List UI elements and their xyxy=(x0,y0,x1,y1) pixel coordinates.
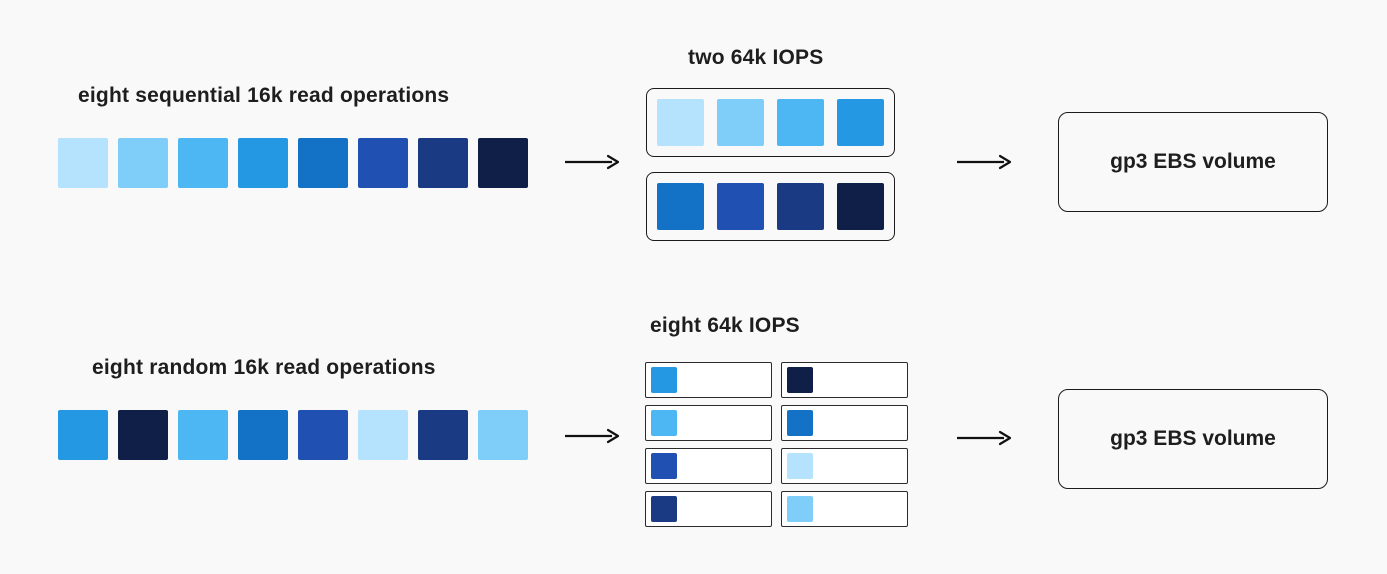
iops-slot xyxy=(781,405,908,441)
io-block xyxy=(58,138,108,188)
io-block xyxy=(657,183,704,230)
iops-slot xyxy=(781,448,908,484)
random-ops-label: eight random 16k read operations xyxy=(92,356,436,379)
gp3-volume-label: gp3 EBS volume xyxy=(1110,427,1276,450)
io-block xyxy=(651,453,677,479)
io-block xyxy=(58,410,108,460)
gp3-volume-label: gp3 EBS volume xyxy=(1110,150,1276,173)
io-block xyxy=(837,99,884,146)
io-block xyxy=(651,367,677,393)
gp3-volume-box-top: gp3 EBS volume xyxy=(1058,112,1328,212)
arrow-right-icon xyxy=(565,428,620,444)
iops-slot-grid xyxy=(645,362,908,527)
io-block xyxy=(298,410,348,460)
io-block xyxy=(118,138,168,188)
arrow-right-icon xyxy=(565,154,620,170)
io-block xyxy=(418,138,468,188)
iops-slot xyxy=(645,491,772,527)
io-block xyxy=(787,496,813,522)
random-ops-blocks xyxy=(58,410,528,460)
io-block xyxy=(358,410,408,460)
io-block xyxy=(651,496,677,522)
io-block xyxy=(118,410,168,460)
io-block xyxy=(777,99,824,146)
io-block xyxy=(787,453,813,479)
iops-batch-box-1 xyxy=(646,88,895,157)
io-block xyxy=(478,138,528,188)
io-block xyxy=(657,99,704,146)
io-block xyxy=(777,183,824,230)
iops-slot xyxy=(645,405,772,441)
iops-slot xyxy=(645,362,772,398)
io-block xyxy=(418,410,468,460)
io-block xyxy=(178,410,228,460)
io-block xyxy=(238,138,288,188)
io-block xyxy=(478,410,528,460)
sequential-ops-blocks xyxy=(58,138,528,188)
arrow-right-icon xyxy=(957,154,1012,170)
io-block xyxy=(837,183,884,230)
io-block xyxy=(717,183,764,230)
io-block xyxy=(651,410,677,436)
io-block xyxy=(298,138,348,188)
io-block xyxy=(787,410,813,436)
random-iops-title: eight 64k IOPS xyxy=(650,314,800,337)
sequential-iops-title: two 64k IOPS xyxy=(688,46,824,69)
io-block xyxy=(358,138,408,188)
io-block xyxy=(178,138,228,188)
iops-slot xyxy=(781,491,908,527)
io-block xyxy=(717,99,764,146)
io-block xyxy=(238,410,288,460)
sequential-ops-label: eight sequential 16k read operations xyxy=(78,84,450,107)
gp3-volume-box-bottom: gp3 EBS volume xyxy=(1058,389,1328,489)
io-block xyxy=(787,367,813,393)
iops-slot xyxy=(781,362,908,398)
iops-batch-box-2 xyxy=(646,172,895,241)
iops-slot xyxy=(645,448,772,484)
arrow-right-icon xyxy=(957,430,1012,446)
